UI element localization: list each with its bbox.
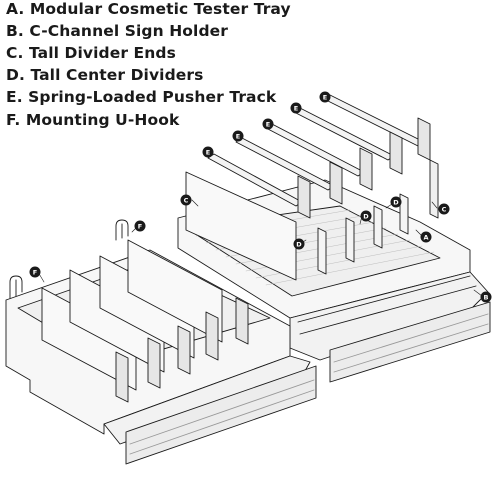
left-sign-holder	[125, 365, 317, 465]
svg-text:C: C	[442, 206, 447, 214]
callout-e-5: E	[319, 91, 331, 103]
callout-a: A	[420, 231, 432, 243]
svg-text:F: F	[33, 269, 37, 277]
svg-text:B: B	[484, 294, 489, 302]
right-sign-holder	[329, 301, 491, 383]
svg-text:D: D	[296, 241, 302, 249]
svg-text:E: E	[206, 149, 210, 157]
callout-d-1: D	[293, 238, 305, 250]
svg-text:D: D	[393, 199, 399, 207]
callout-e-2: E	[232, 130, 244, 142]
callout-c-1: C	[180, 194, 192, 206]
callout-e-4: E	[290, 102, 302, 114]
callout-d-3: D	[390, 196, 402, 208]
svg-text:E: E	[294, 105, 298, 113]
legend-item-f: F. Mounting U-Hook	[6, 111, 180, 129]
callout-c-2: C	[438, 203, 450, 215]
right-tray	[177, 93, 491, 383]
callout-e-1: E	[202, 146, 214, 158]
legend-item-a: A. Modular Cosmetic Tester Tray	[6, 0, 291, 18]
svg-text:D: D	[363, 213, 369, 221]
left-u-hook-1	[9, 275, 23, 299]
svg-text:C: C	[184, 197, 189, 205]
svg-text:E: E	[323, 94, 327, 102]
callout-d-2: D	[360, 210, 372, 222]
left-tray	[5, 219, 317, 465]
callout-e-3: E	[262, 118, 274, 130]
svg-text:E: E	[236, 133, 240, 141]
callout-f-2: F	[134, 220, 146, 232]
svg-text:E: E	[266, 121, 270, 129]
legend-item-e: E. Spring-Loaded Pusher Track	[6, 88, 277, 106]
legend-item-b: B. C-Channel Sign Holder	[6, 22, 229, 40]
svg-text:F: F	[138, 223, 142, 231]
callout-f-1: F	[29, 266, 41, 278]
legend-item-c: C. Tall Divider Ends	[6, 44, 176, 62]
svg-text:A: A	[423, 234, 428, 242]
callout-b: B	[480, 291, 492, 303]
legend-item-d: D. Tall Center Dividers	[6, 66, 204, 84]
left-u-hook-2	[115, 219, 129, 241]
callout-badges: E E E E E C C D D D A B F F	[29, 91, 492, 303]
